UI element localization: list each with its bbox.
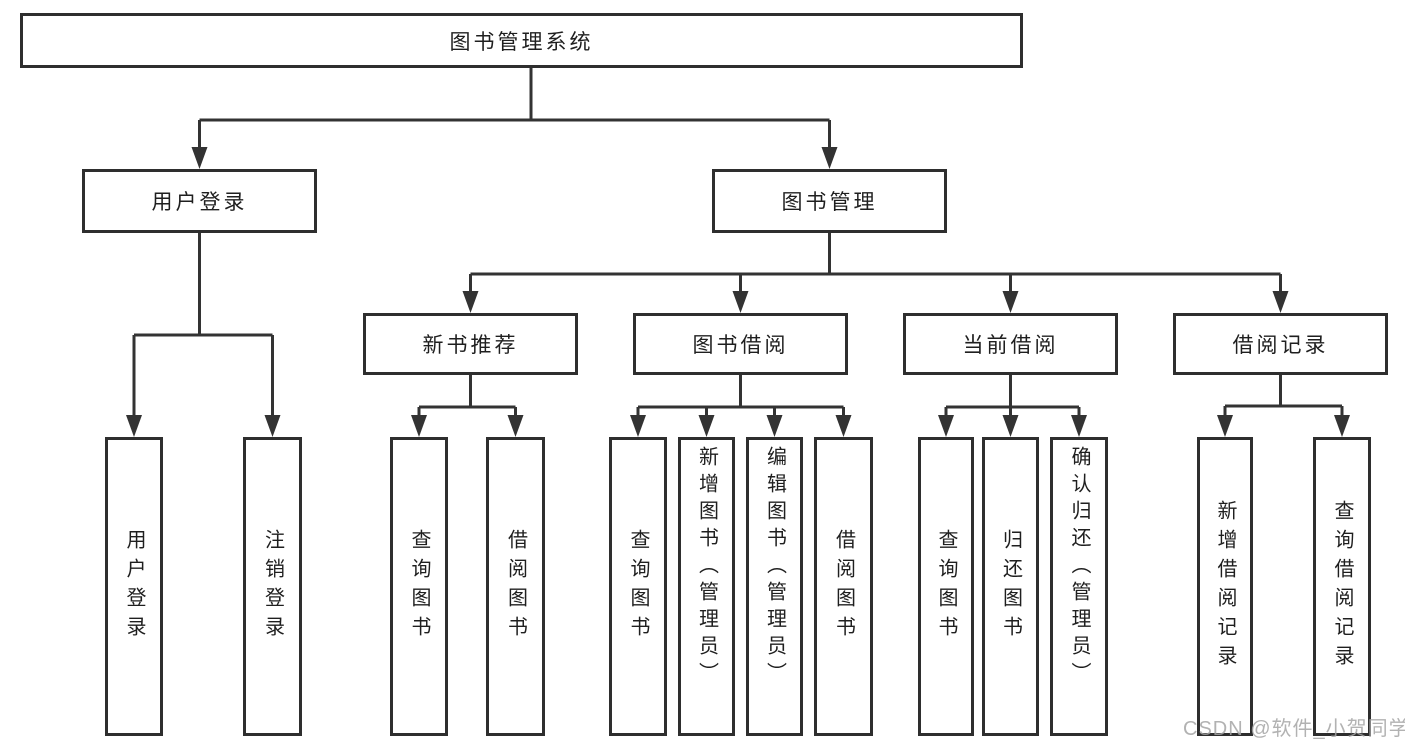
node-label: 图书管理系统 [449,30,594,54]
node-label: 借阅记录 [1232,334,1329,357]
leaf-label: 新增借阅记录 [1214,499,1236,674]
leaf-label: 查询图书 [935,528,957,645]
leaf-label: 查询图书 [627,528,649,645]
leaf-records-query-record: 查询借阅记录 [1313,437,1371,736]
leaf-borrow-add-book-admin: 新增图书（管理员） [678,437,735,736]
csdn-watermark: CSDN @软件_小贺同学 [1183,718,1405,740]
node-library-management-system: 图书管理系统 [20,13,1023,68]
node-label: 新书推荐 [422,334,519,357]
leaf-label: 归还图书 [999,528,1022,645]
leaf-current-query-book: 查询图书 [918,437,974,736]
arrowheads [126,147,1350,437]
leaf-label: 新增图书（管理员） [695,446,718,689]
node-book-management: 图书管理 [712,169,947,233]
node-label: 当前借阅 [962,334,1059,357]
leaf-borrow-borrow-book: 借阅图书 [814,437,873,736]
leaf-current-confirm-return-admin: 确认归还（管理员） [1050,437,1108,736]
node-label: 图书管理 [781,191,878,214]
leaf-recommend-borrow-book: 借阅图书 [486,437,545,736]
node-user-login: 用户登录 [82,169,317,233]
node-label: 图书借阅 [692,334,789,357]
leaf-label: 确认归还（管理员） [1068,446,1090,689]
leaf-label: 借阅图书 [832,528,855,645]
leaf-recommend-query-book: 查询图书 [390,437,448,736]
node-current-borrow: 当前借阅 [903,313,1118,375]
leaf-user-login: 用户登录 [105,437,163,736]
leaf-label: 用户登录 [123,528,145,645]
leaf-borrow-query-book: 查询图书 [609,437,667,736]
node-borrow-records: 借阅记录 [1173,313,1388,375]
leaf-label: 编辑图书（管理员） [763,446,786,689]
leaf-label: 借阅图书 [504,528,527,645]
connector-segments [132,68,1344,416]
leaf-label: 注销登录 [261,528,284,645]
leaf-label: 查询图书 [408,528,430,645]
leaf-records-add-record: 新增借阅记录 [1197,437,1253,736]
leaf-label: 查询借阅记录 [1331,499,1353,674]
leaf-current-return-book: 归还图书 [982,437,1039,736]
node-book-borrow: 图书借阅 [633,313,848,375]
node-label: 用户登录 [151,191,248,214]
leaf-logout: 注销登录 [243,437,302,736]
leaf-borrow-edit-book-admin: 编辑图书（管理员） [746,437,803,736]
node-new-book-recommend: 新书推荐 [363,313,578,375]
